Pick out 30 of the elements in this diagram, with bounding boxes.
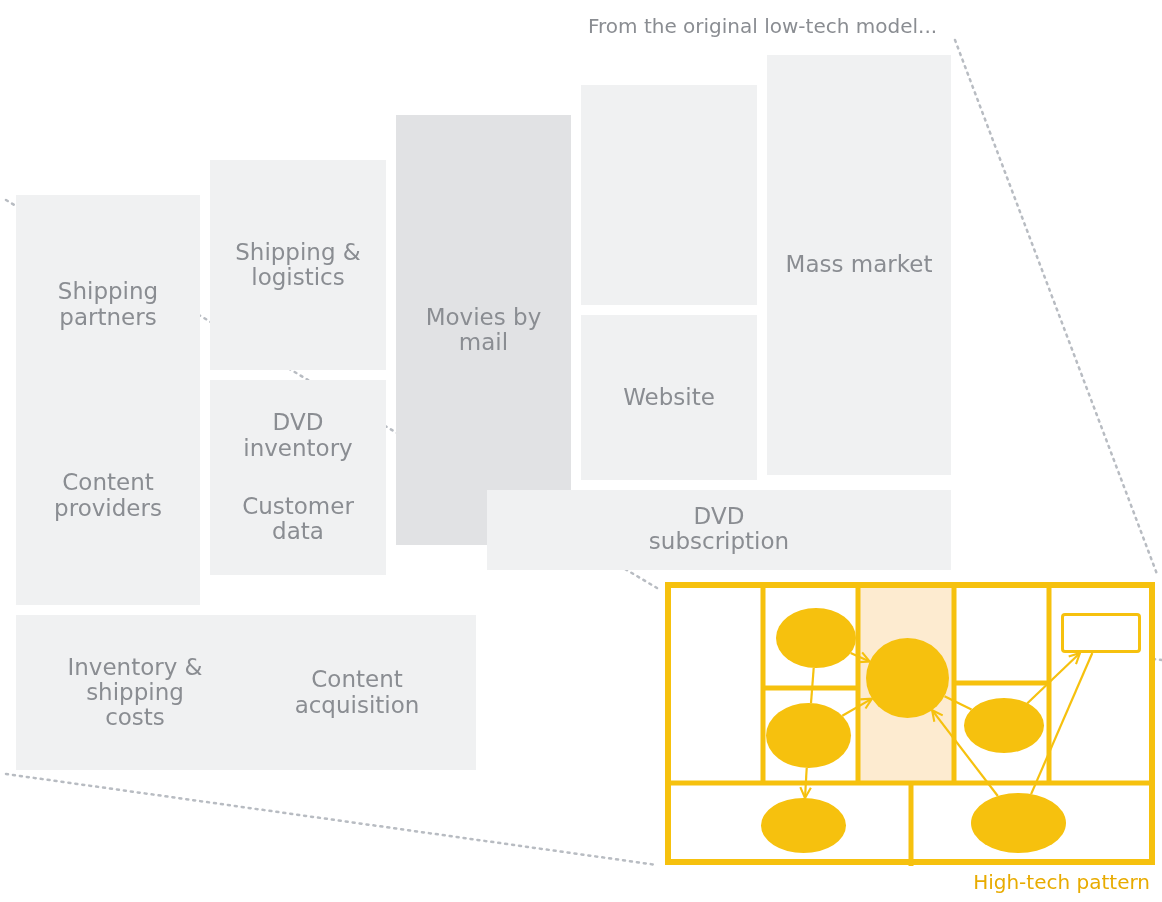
block-label: Content providers [53, 470, 163, 521]
connector-line [944, 695, 972, 711]
pattern-frame [665, 582, 1155, 865]
block-label: Mass market [785, 252, 933, 278]
arrow [850, 651, 871, 664]
pattern-caption: High-tech pattern [973, 870, 1150, 894]
canvas-block [16, 195, 200, 605]
heading-note: From the original low-tech model... [588, 14, 938, 38]
block-label: Content acquisition [293, 667, 421, 718]
canvas-block [487, 490, 951, 570]
arrow [931, 709, 999, 797]
blob [776, 608, 856, 668]
arrow [799, 767, 812, 800]
connector-line [809, 667, 815, 704]
block-label: DVD inventory [242, 410, 354, 462]
block-label: Shipping partners [56, 279, 160, 330]
outlined-box [1061, 613, 1141, 653]
canvas-block [396, 115, 571, 545]
canvas-block [210, 160, 386, 370]
block-label: Shipping & logistics [234, 239, 362, 291]
block-label: Inventory & shipping costs [66, 654, 204, 731]
arrow [841, 697, 874, 717]
block-label: Website [623, 384, 715, 411]
connector-line [1030, 652, 1094, 795]
block-label: DVD subscription [647, 504, 791, 555]
block-label: Movies by mail [424, 304, 543, 356]
block-label: Customer data [241, 493, 355, 545]
blob [964, 698, 1044, 753]
canvas-block [210, 380, 386, 575]
arrow [1026, 651, 1082, 704]
